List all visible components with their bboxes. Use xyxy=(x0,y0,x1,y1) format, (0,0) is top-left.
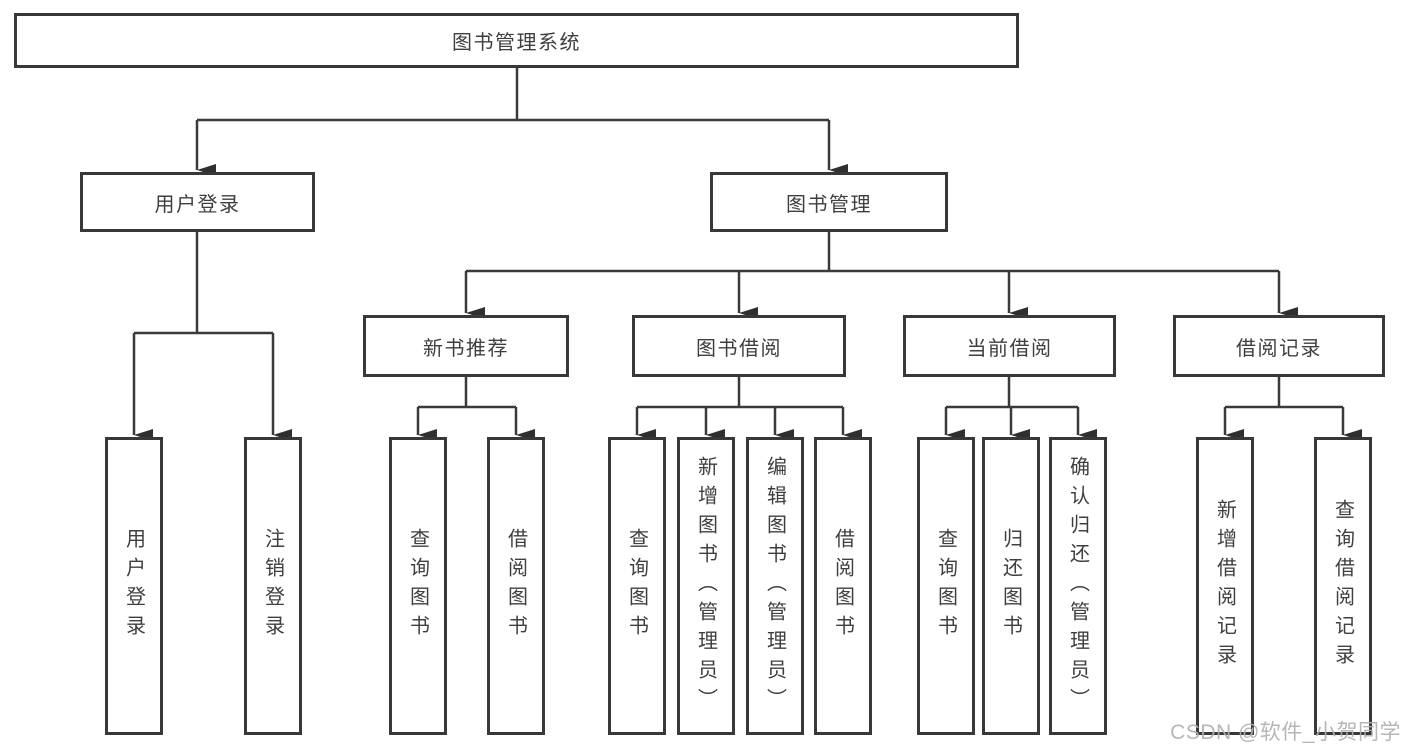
node-book-management: 图书管理 xyxy=(710,172,948,232)
leaf-recommend-query-book: 查询图书 xyxy=(389,437,447,735)
node-user-login: 用户登录 xyxy=(80,172,315,232)
leaf-current-query-book: 查询图书 xyxy=(917,437,975,735)
node-book-borrow: 图书借阅 xyxy=(632,315,846,377)
node-system-root: 图书管理系统 xyxy=(14,13,1019,68)
leaf-current-confirm-return-admin: 确认归还（管理员） xyxy=(1049,437,1107,735)
leaf-records-add-record: 新增借阅记录 xyxy=(1196,437,1254,735)
leaf-records-query-record: 查询借阅记录 xyxy=(1314,437,1372,735)
leaf-borrow-query-book: 查询图书 xyxy=(608,437,666,735)
csdn-watermark: CSDN @软件_小贺同学 xyxy=(1170,721,1401,744)
node-current-borrow: 当前借阅 xyxy=(903,315,1116,377)
leaf-logout: 注销登录 xyxy=(244,437,302,735)
node-new-book-recommend: 新书推荐 xyxy=(363,315,569,377)
leaf-borrow-borrow-book: 借阅图书 xyxy=(814,437,872,735)
leaf-user-login: 用户登录 xyxy=(105,437,163,735)
leaf-borrow-edit-book-admin: 编辑图书（管理员） xyxy=(746,437,804,735)
node-borrow-records: 借阅记录 xyxy=(1173,315,1385,377)
leaf-recommend-borrow-book: 借阅图书 xyxy=(487,437,545,735)
leaf-current-return-book: 归还图书 xyxy=(982,437,1040,735)
leaf-borrow-add-book-admin: 新增图书（管理员） xyxy=(677,437,735,735)
